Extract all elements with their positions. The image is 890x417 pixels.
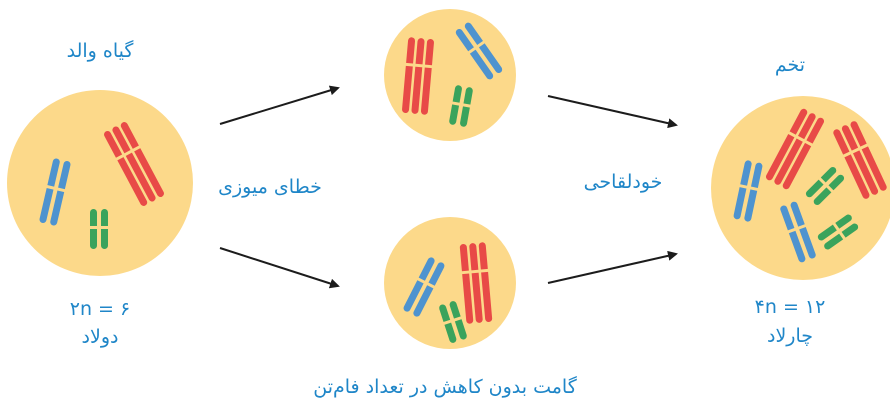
unreduced-gamete-caption: گامت بدون کاهش در تعداد فام‌تن	[313, 376, 577, 398]
top-gamete-chromosome-blue	[455, 22, 503, 80]
parent-chromosome-blue	[39, 158, 71, 226]
bottom-gamete-chromosome-green	[439, 301, 467, 343]
parent-plant-label: گیاه والد	[66, 40, 134, 62]
arrow-top-gamete-to-seed	[547, 95, 678, 129]
parent-ploidy-label: ۲n = ۶	[69, 298, 131, 320]
top-gamete-chromosome-green	[449, 85, 474, 127]
bottom-gamete-chromosome-blue	[403, 257, 445, 317]
seed-label: تخم	[774, 54, 806, 76]
seed-ploidy-name: چارلاد	[766, 325, 813, 347]
seed-ploidy-label: ۴n = ۱۲	[754, 296, 826, 318]
self-pollination-label: خودلقاحی	[583, 171, 663, 193]
seed-chromosome-blue-1	[733, 160, 763, 222]
parent-ploidy-name: دولاد	[81, 326, 119, 348]
seed-chromosome-blue-2	[780, 201, 816, 263]
top-gamete-chromosome-red	[402, 37, 435, 115]
seed-chromosome-green-1	[805, 166, 845, 206]
arrow-parent-to-top-gamete	[219, 85, 340, 125]
parent-cell	[7, 90, 193, 276]
arrow-bottom-gamete-to-seed	[547, 250, 678, 284]
parent-chromosome-green	[87, 209, 111, 249]
arrow-parent-to-bottom-gamete	[219, 247, 340, 289]
parent-chromosome-red	[104, 122, 164, 206]
meiosis-error-label: خطای میوزی	[218, 176, 322, 198]
bottom-gamete-chromosome-red	[458, 242, 493, 324]
seed-chromosome-red-2	[833, 121, 887, 199]
seed-chromosome-green-2	[817, 214, 859, 250]
seed-chromosome-red-1	[765, 108, 825, 190]
